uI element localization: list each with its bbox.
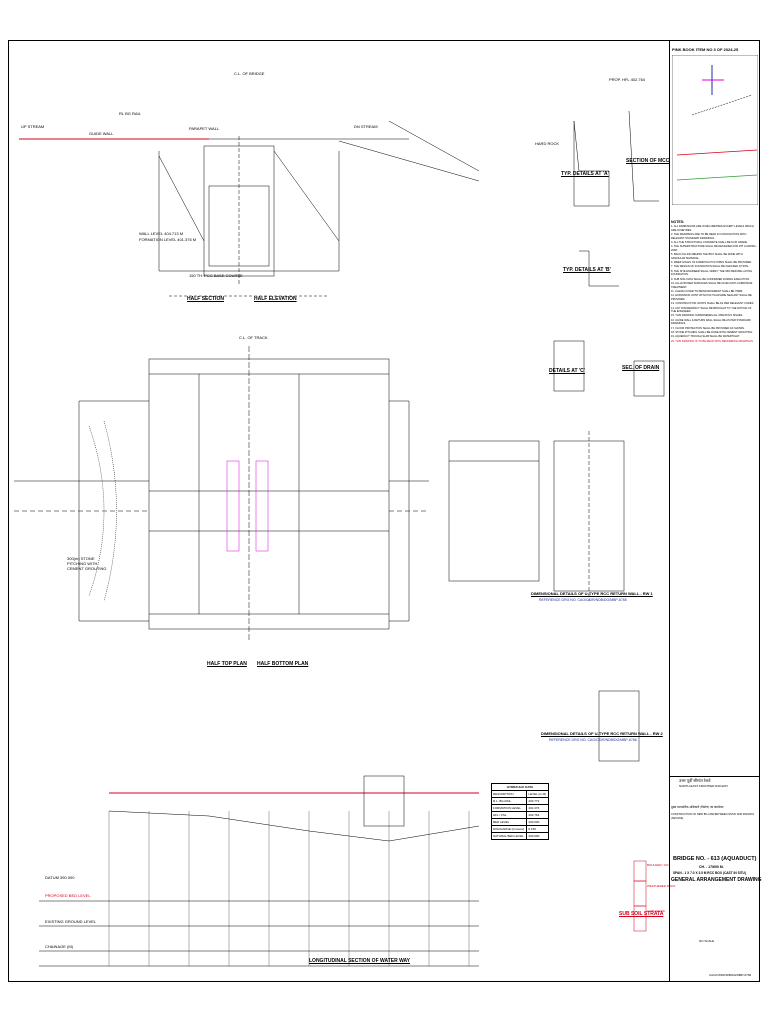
wall-level-label: WALL LEVEL 404.713 M: [139, 231, 184, 236]
rw1-label: DIMENSIONAL DETAILS OF U-TYPE RCC RETURN…: [531, 591, 653, 596]
note-item: 10. ALL EXPOSED SURFACES SHALL BE GIVEN …: [671, 282, 753, 289]
note-item: 6. WEEP HOLES OF 100MM DIA PVC PIPES SHA…: [671, 261, 753, 265]
note-item: 15. THIS DRAWING SUPERSEDES ALL PREVIOUS…: [671, 314, 743, 318]
note-item: 18. STONE PITCHING SHALL BE DONE WITH CE…: [671, 330, 753, 334]
sec-mcc-label: SECTION OF MCC: [626, 158, 670, 164]
hfl-label: PROP. HFL 402.764: [609, 77, 646, 82]
note-item: 5. BACK FILLING BEHIND THE BOX SHALL BE …: [671, 253, 743, 260]
key-plan: [672, 55, 758, 205]
drawing-canvas: [14, 110, 665, 967]
upstream-label: UP STREAM: [21, 124, 45, 129]
half-top-plan-label: HALF TOP PLAN: [207, 661, 247, 667]
drawing-sheet: HALF SECTION HALF ELEVATION HALF TOP PLA…: [8, 40, 762, 982]
cl-bridge-label: C.L. OF BRIDGE: [234, 71, 265, 76]
legend-hard-rock: HARD ROCK: [647, 909, 666, 913]
half-bottom-plan-label: HALF BOTTOM PLAN: [257, 661, 309, 667]
pcc-base-label: 150 TH. PCC BASE COURSE: [189, 273, 243, 278]
legend-boulder: BOULDER / SILT: [647, 863, 671, 867]
downstream-label: DN STREAM: [354, 124, 378, 129]
half-section-label: HALF SECTION: [187, 296, 224, 302]
railway-english: NORTH EAST FRONTIER RAILWAY: [679, 784, 729, 788]
note-item: 2. THE DRAWINGS ARE TO BE READ IN CONJUN…: [671, 233, 747, 240]
sub-soil-label: SUB SOIL STRATA: [619, 911, 664, 917]
rw2-ref: REFERENCE DRG NO. CAO/C/DR/NDB/DG/MBP-67…: [549, 738, 637, 742]
formation-level-label: FORMATION LEVEL 401.376 M: [139, 237, 197, 242]
drawing-title: GENERAL ARRANGEMENT DRAWING: [671, 877, 762, 883]
guide-wall-label: GUIDE WALL: [89, 131, 114, 136]
note-item: 3. ALL THE STRUCTURAL CONCRETE SHALL BE …: [671, 241, 748, 245]
chainage-label: CHAINAGE (M): [45, 944, 73, 949]
office-label: मुख्य प्रशासनिक अधिकारी (निर्माण) का कार…: [671, 805, 724, 809]
existing-ground-label: EXISTING GROUND LEVEL: [45, 919, 97, 924]
chainage: CH. - 17/600 M.: [699, 865, 724, 869]
note-item: 4. THE SUPERSTRUCTURE SHALL BE DESIGNED …: [671, 245, 757, 252]
parapet-wall-label: PARAPET WALL: [189, 126, 220, 131]
railway-hindi: उत्तर पूर्वी सीमांत रेलवे: [679, 778, 711, 783]
bridge-no: BRIDGE NO. - 613 (AQUADUCT): [673, 856, 757, 862]
note-item: 7. THE DESIGN OF FOUNDATION SHALL BE CHE…: [671, 265, 749, 269]
longitudinal-label: LONGITUDINAL SECTION OF WATER WAY: [309, 958, 411, 964]
note-item-red: 20. THIS DRAWING IS TO BE READ WITH REFE…: [671, 339, 754, 343]
cl-track-label: C.L. OF TRACK: [239, 335, 268, 340]
datum-label: DATUM 390.000: [45, 875, 75, 880]
notes-title: NOTES:: [671, 220, 685, 224]
project-label: CONSTRUCTION OF NEW BG LINE BETWEEN SIVO…: [671, 813, 755, 820]
proposed-bed-label: PROPOSED BED LEVEL: [45, 893, 91, 898]
rw2-label: DIMENSIONAL DETAILS OF U-TYPE RCC RETURN…: [541, 731, 663, 736]
typ-details-b-label: TYP. DETAILS AT 'B': [563, 267, 611, 273]
rw1-ref: REFERENCE DRG NO. CAO/C/DR/NDB/DG/MBP-67…: [539, 598, 627, 602]
note-item: 14. ANY DISCREPANCY SHALL BE BROUGHT TO …: [671, 306, 752, 313]
note-item: 19. AQUEDUCT TROUGH SLAB SHALL BE WATERT…: [671, 335, 740, 339]
note-item: 17. FLOOR PROTECTION SHALL BE PROVIDED A…: [671, 326, 745, 330]
title-block: उत्तर पूर्वी सीमांत रेलवे NORTH EAST FRO…: [669, 776, 762, 982]
legend-weathered: WEATHERED ROCK: [647, 884, 676, 888]
stone-pitching-label: 300(m) STONE PITCHING WITH CEMENT GROUTI…: [67, 556, 107, 571]
details-c-label: DETAILS AT 'C': [549, 368, 585, 374]
hard-rock-label: HARD ROCK: [535, 141, 560, 146]
half-elevation-label: HALF ELEVATION: [254, 296, 297, 302]
drawing-number: CAO/C/DR/NDB/DG/MBP-6766: [709, 973, 752, 977]
span: SPAN - 1 X 7.0 X 3.5 M RCC BOX (CAST IN …: [673, 871, 746, 875]
note-item: 9. SUB SOIL DATA SHALL BE CONFIRMED DURI…: [671, 277, 750, 281]
title-panel: PINK BOOK ITEM NO 3 OF 2024-25: [669, 41, 760, 981]
pink-book-label: PINK BOOK ITEM NO 3 OF 2024-25: [672, 47, 739, 52]
note-item: 12. EXPANSION JOINT WITH POLYSULPHIDE SE…: [671, 294, 752, 301]
rl-bg-label: RL BG RAIL: [119, 111, 141, 116]
sec-drain-label: SEC. OF DRAIN: [622, 365, 660, 371]
note-item: 11. CLEAR COVER TO REINFORCEMENT SHALL B…: [671, 289, 743, 293]
note-item: 16. GUIDE WALL & RETURN WALL SHALL BE AS…: [671, 318, 751, 326]
scale: NO SCALE: [699, 939, 715, 943]
notes-section: NOTES: 1. ALL DIMENSIONS ARE IN MILLIMET…: [671, 220, 757, 344]
hydraulic-title: HYDRAULIC DATA: [491, 783, 549, 791]
typ-details-a-label: TYP. DETAILS AT 'A': [561, 171, 609, 177]
table-row: DISCHARGE (cumecs)8.150: [490, 825, 549, 833]
note-item: 13. CONSTRUCTION JOINTS SHALL BE AS PER …: [671, 302, 755, 306]
note-item: 8. THE SITE ENGINEER SHALL VERIFY THE SB…: [671, 269, 753, 277]
note-item: 1. ALL DIMENSIONS ARE IN MILLIMETRES EXC…: [671, 225, 754, 232]
